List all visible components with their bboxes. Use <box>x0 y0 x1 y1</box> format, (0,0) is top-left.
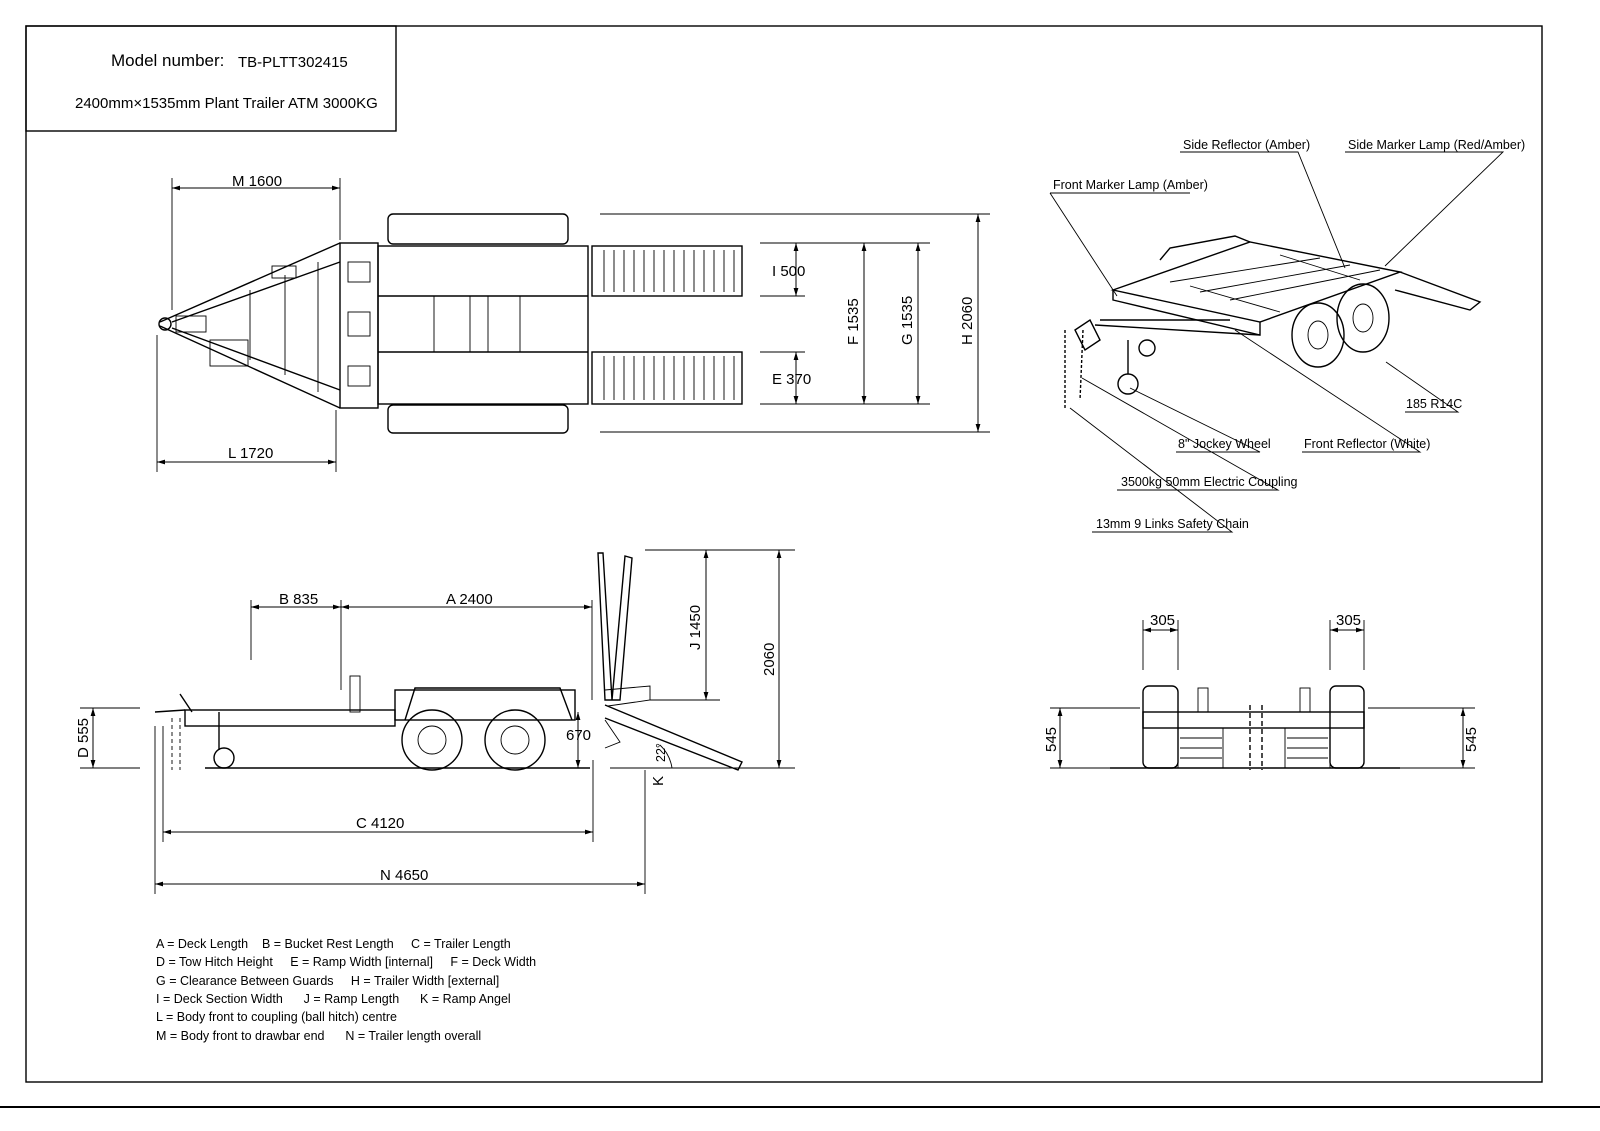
drawing-border <box>25 25 1543 1083</box>
title-block <box>25 25 397 132</box>
dim-h: H 2060 <box>959 297 976 345</box>
dim-j: J 1450 <box>687 605 704 650</box>
top-view <box>156 178 990 472</box>
dim-l: L 1720 <box>228 445 273 462</box>
dim-n: N 4650 <box>380 867 428 884</box>
dim-b: B 835 <box>279 591 318 608</box>
callout-safety-chain: 13mm 9 Links Safety Chain <box>1096 517 1249 531</box>
dim-rear-left-offset: 305 <box>1150 612 1175 629</box>
model-number: TB-PLTT302415 <box>238 54 348 71</box>
callout-electric-coupling: 3500kg 50mm Electric Coupling <box>1121 475 1298 489</box>
dim-ramp-angle: 22° <box>654 743 668 762</box>
dim-a: A 2400 <box>446 591 493 608</box>
iso-view <box>1049 151 1505 533</box>
callout-side-marker-lamp: Side Marker Lamp (Red/Amber) <box>1348 138 1525 152</box>
dim-e: E 370 <box>772 371 811 388</box>
dim-ramp-height: 670 <box>566 727 591 744</box>
legend-line: D = Tow Hitch Height E = Ramp Width [int… <box>156 955 536 969</box>
legend-line: G = Clearance Between Guards H = Trailer… <box>156 974 499 988</box>
side-view <box>80 549 795 894</box>
dim-rear-right-height: 545 <box>1463 727 1480 752</box>
dim-d: D 555 <box>75 718 92 758</box>
legend-line: L = Body front to coupling (ball hitch) … <box>156 1010 397 1024</box>
legend-line: A = Deck Length B = Bucket Rest Length C… <box>156 937 511 951</box>
callout-jockey-wheel: 8" Jockey Wheel <box>1178 437 1271 451</box>
callout-side-reflector: Side Reflector (Amber) <box>1183 138 1310 152</box>
dim-rear-right-offset: 305 <box>1336 612 1361 629</box>
dim-c: C 4120 <box>356 815 404 832</box>
callout-front-reflector: Front Reflector (White) <box>1304 437 1430 451</box>
dim-m: M 1600 <box>232 173 282 190</box>
dim-i: I 500 <box>772 263 805 280</box>
legend-line: I = Deck Section Width J = Ramp Length K… <box>156 992 511 1006</box>
dim-overall-height: 2060 <box>761 643 778 676</box>
dim-rear-left-height: 545 <box>1043 727 1060 752</box>
model-label: Model number: <box>111 51 224 70</box>
callout-front-marker-lamp: Front Marker Lamp (Amber) <box>1053 178 1208 192</box>
legend-line: M = Body front to drawbar end N = Traile… <box>156 1029 481 1043</box>
callout-tyre-size: 185 R14C <box>1406 397 1462 411</box>
rear-view <box>1050 620 1475 770</box>
dim-f: F 1535 <box>845 298 862 345</box>
dim-g: G 1535 <box>899 296 916 345</box>
dim-k: K <box>650 776 667 786</box>
model-description: 2400mm×1535mm Plant Trailer ATM 3000KG <box>75 95 378 112</box>
dimension-legend: A = Deck Length B = Bucket Rest Length C… <box>156 937 536 1043</box>
